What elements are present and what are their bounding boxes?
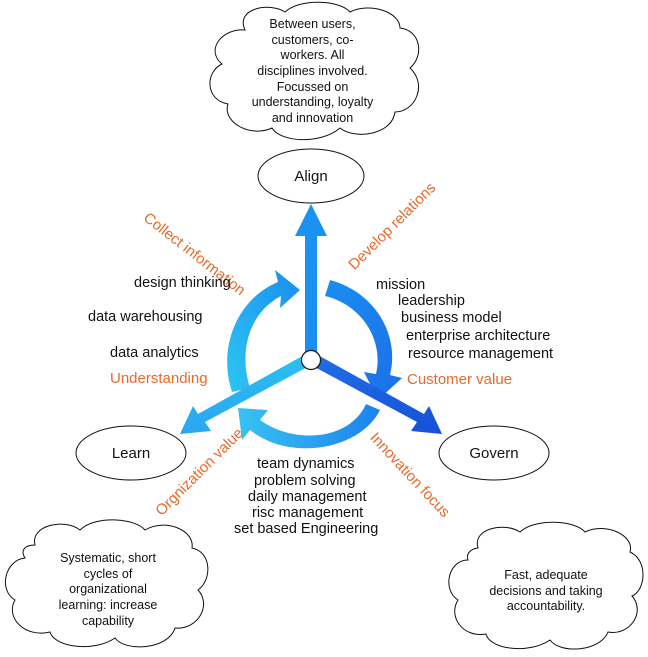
understanding-label: Understanding [110, 370, 208, 387]
cloud-left-line: cycles of [83, 566, 133, 581]
arc-bottom [238, 404, 380, 449]
align-node-label: Align [294, 168, 328, 185]
hub-circle [300, 349, 322, 371]
left-item: data analytics [110, 345, 199, 361]
cloud-left-shape [5, 519, 209, 648]
cloud-top-line: workers. All [280, 48, 345, 63]
right-item: leadership [398, 293, 465, 309]
cloud-left-text: Systematic, short cycles of organization… [28, 551, 188, 629]
arrow-learn [180, 354, 313, 434]
learn-node-shape [75, 425, 187, 481]
cloud-right-line: decisions and taking [489, 583, 603, 598]
left-item: data warehousing [88, 309, 203, 325]
cloud-top-line: and innovation [271, 110, 354, 125]
learn-node-label: Learn [111, 445, 151, 462]
right-item: business model [401, 310, 502, 326]
arrow-govern [309, 354, 442, 434]
cloud-top-line: customers, co- [271, 32, 354, 47]
right-item: enterprise architecture [406, 328, 551, 344]
right-item: mission [376, 277, 426, 293]
cloud-top-shape [209, 1, 420, 141]
cloud-right-text: Fast, adequate decisions and taking acco… [466, 568, 626, 615]
cloud-top-line: disciplines involved. [257, 63, 368, 78]
bottom-item: team dynamics [257, 456, 355, 472]
bottom-item: problem solving [254, 473, 356, 489]
cloud-top-line: understanding, loyalty [251, 95, 374, 110]
cloud-right-shape [448, 521, 644, 650]
cloud-top-line: Focussed on [276, 79, 349, 94]
right-item: resource management [408, 346, 554, 362]
cloud-left-line: Systematic, short [60, 551, 156, 565]
bottom-item: daily management [248, 489, 367, 505]
cloud-left-line: learning: increase [58, 597, 158, 612]
cloud-right-line: Fast, adequate [504, 568, 588, 582]
arrow-up [295, 204, 327, 355]
bottom-item: set based Engineering [234, 521, 379, 537]
arc-top-right [325, 280, 402, 400]
cloud-left-line: capability [81, 613, 135, 628]
arc-top-left [227, 270, 300, 392]
govern-node-label: Govern [469, 445, 519, 462]
customer-value-label: Customer value [407, 371, 513, 388]
align-node-shape [257, 148, 365, 204]
cloud-top-line: Between users, [269, 17, 356, 31]
bottom-item: risc management [252, 505, 364, 521]
govern-node-shape [438, 425, 550, 481]
cloud-top-text: Between users, customers, co- workers. A… [225, 17, 400, 126]
cloud-right-line: accountability. [506, 599, 586, 614]
left-item: design thinking [134, 275, 231, 291]
cloud-left-line: organizational [69, 582, 147, 597]
